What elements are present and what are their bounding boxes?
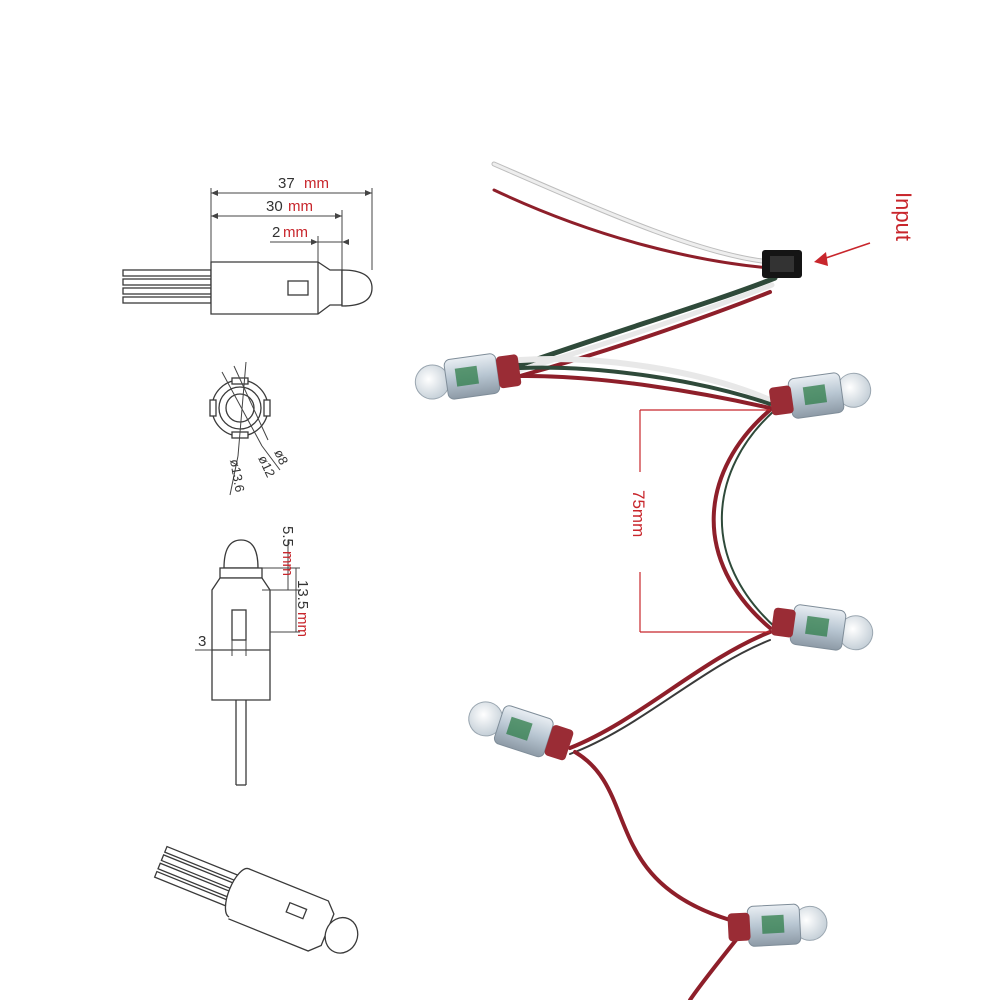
body-slot [287, 280, 309, 296]
diameter-13-6-label: ø13.6 [227, 458, 248, 493]
spacing-label: 75mm [629, 490, 648, 537]
led-pixel-3 [771, 604, 874, 651]
dim-37-value: 37 [278, 175, 295, 192]
side-view-drawing: 37 mm 30 mm 2 mm [122, 175, 373, 315]
connector-pins [122, 269, 212, 304]
dim-5-5-unit: mm [279, 551, 296, 576]
led-pixel-5 [727, 903, 828, 947]
dim-37-unit: mm [304, 175, 329, 192]
led-pixel-1 [414, 353, 522, 400]
vertical-view-drawing: 5.5 mm 13.5 mm 3 [195, 526, 311, 786]
diameter-8-label: ø8 [271, 447, 291, 467]
led-dome-top [223, 539, 259, 569]
pixel-string-wires [491, 161, 778, 1000]
input-arrow [819, 242, 871, 261]
dim-30-value: 30 [266, 198, 283, 215]
dim-5-5-value: 5.5 [279, 526, 296, 547]
input-connector [762, 250, 802, 278]
dim-30-unit: mm [288, 198, 313, 215]
led-pixel-4 [468, 701, 574, 761]
dim-2-unit: mm [283, 224, 308, 241]
spacing-bracket [639, 409, 770, 633]
led-pixel-2 [769, 372, 872, 419]
input-label: Input [891, 192, 916, 241]
dim-13-5-unit: mm [294, 612, 311, 637]
dim-3-label: 3 [198, 633, 206, 650]
front-view-drawing: ø8 ø12 ø13.6 [209, 361, 291, 496]
dim-2-value: 2 [272, 224, 280, 241]
led-dome-side [341, 269, 373, 307]
pixel-body-vertical [211, 577, 271, 701]
pixel-body-side [210, 261, 343, 315]
dim-13-5-value: 13.5 [294, 580, 311, 609]
dome-ring [225, 393, 255, 423]
isometric-view-drawing [153, 845, 359, 954]
